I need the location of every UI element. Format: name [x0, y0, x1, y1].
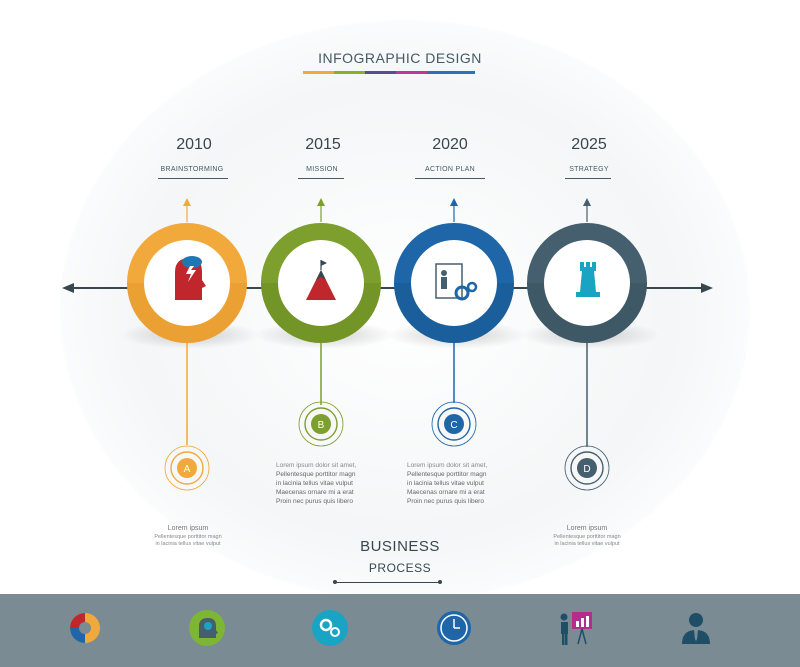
brainstorm-head-icon: [175, 256, 206, 300]
process-underline: [333, 582, 440, 583]
gears-icon: [312, 610, 348, 646]
pie-chart-icon: [70, 613, 100, 643]
label-underline-4: [565, 178, 611, 179]
title-underline: [303, 71, 475, 74]
milestone-label-3: ACTION PLAN: [425, 166, 475, 173]
description-a-head: Lorem ipsum: [167, 525, 209, 532]
description-c-line: Maecenas ornare mi a erat: [407, 489, 485, 496]
badge-d: [564, 445, 610, 491]
badge-letter-b: B: [318, 420, 325, 431]
description-c-line: Pellentesque porttitor magn: [407, 471, 487, 478]
badge-letter-d: D: [583, 464, 590, 475]
footer-icon-bar: [0, 594, 800, 667]
year-3: 2020: [432, 136, 468, 153]
milestone-circle-3: [394, 223, 514, 343]
year-2: 2015: [305, 136, 341, 153]
badge-letter-c: C: [450, 420, 457, 431]
process-subtitle: PROCESS: [368, 561, 432, 575]
description-c-head: Lorem ipsum dolor sit amet,: [407, 462, 488, 469]
timeline-graphic: A B C D: [62, 198, 713, 584]
up-arrow-4: [583, 198, 591, 222]
description-a-line: Pellentesque porttitor magn: [154, 534, 222, 540]
milestone-label-1: BRAINSTORMING: [160, 166, 224, 173]
label-underline-2: [298, 178, 344, 179]
description-d-line: in lacinia tellus vitae vulput: [554, 541, 620, 547]
presenter-chart-icon: [560, 612, 592, 645]
up-arrow-2: [317, 198, 325, 222]
badge-letter-a: A: [184, 464, 191, 475]
businessman-icon: [682, 613, 710, 644]
description-c-line: in lacinia tellus vitae vulput: [407, 480, 484, 487]
business-title: BUSINESS: [360, 538, 440, 555]
badge-b: [298, 401, 344, 447]
description-d: Lorem ipsum Pellentesque porttitor magn …: [542, 524, 632, 548]
description-a: Lorem ipsum Pellentesque porttitor magn …: [143, 524, 233, 548]
year-4: 2025: [571, 136, 607, 153]
badge-c: [431, 401, 477, 447]
clock-icon: [437, 611, 471, 645]
description-b: Lorem ipsum dolor sit amet, Pellentesque…: [276, 461, 386, 506]
description-c-line: Proin nec purus quis libero: [407, 498, 484, 505]
description-a-line: in lacinia tellus vitae vulput: [155, 541, 221, 547]
chess-rook-icon: [576, 262, 600, 297]
milestone-circle-2: [261, 223, 381, 343]
timeline-arrow-left: [62, 283, 74, 293]
description-d-line: Pellentesque porttitor magn: [553, 534, 621, 540]
year-1: 2010: [176, 136, 212, 153]
badge-a: [164, 445, 210, 491]
label-underline-3: [415, 178, 485, 179]
description-c: Lorem ipsum dolor sit amet, Pellentesque…: [407, 461, 517, 506]
up-arrow-3: [450, 198, 458, 222]
description-b-line: in lacinia tellus vitae vulput: [276, 480, 353, 487]
up-arrow-1: [183, 198, 191, 222]
mountain-flag-icon: [306, 260, 336, 300]
milestone-label-4: STRATEGY: [569, 166, 609, 173]
head-gear-icon: [189, 610, 225, 646]
description-b-line: Proin nec purus quis libero: [276, 498, 353, 505]
page-title: INFOGRAPHIC DESIGN: [318, 50, 482, 66]
label-underline-1: [158, 178, 228, 179]
description-d-head: Lorem ipsum: [566, 525, 608, 532]
timeline-arrow-right: [701, 283, 713, 293]
milestone-label-2: MISSION: [306, 166, 338, 173]
presentation-gears-icon: [435, 263, 478, 301]
description-b-head: Lorem ipsum dolor sit amet,: [276, 462, 357, 469]
description-b-line: Pellentesque porttitor magn: [276, 471, 356, 478]
description-b-line: Maecenas ornare mi a erat: [276, 489, 354, 496]
